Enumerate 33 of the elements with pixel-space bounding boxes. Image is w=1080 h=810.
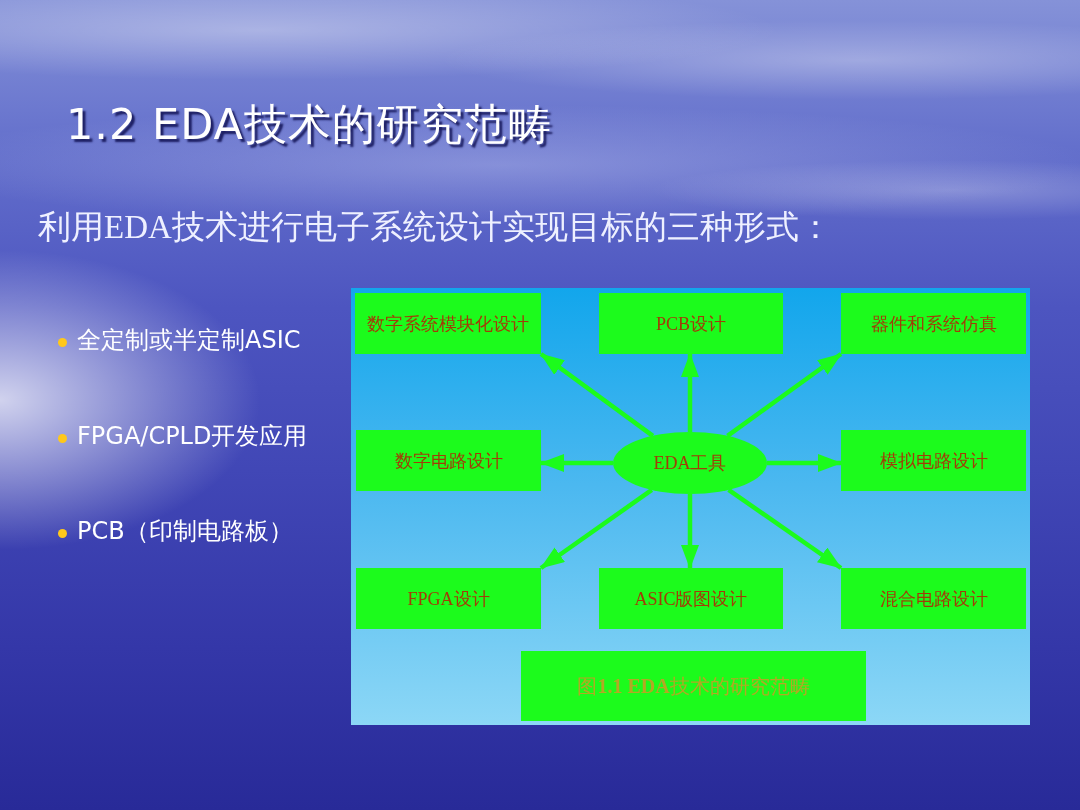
- arrow: [767, 454, 842, 472]
- arrow: [540, 454, 613, 472]
- slide-title: 1.2 EDA技术的研究范畴: [66, 98, 552, 151]
- arrow: [539, 488, 654, 570]
- subtitle-text: 利用EDA技术进行电子系统设计实现目标的三种形式：: [38, 208, 832, 247]
- node-label: EDA工具: [653, 452, 727, 475]
- process-box: [841, 293, 1026, 354]
- node-label: PCB设计: [656, 312, 726, 336]
- process-box: [356, 430, 541, 491]
- tool-ellipse: [613, 432, 767, 494]
- node-label: 数字系统模块化设计: [367, 312, 529, 336]
- node-label: ASIC版图设计: [634, 587, 748, 611]
- process-box: [355, 293, 541, 354]
- bullet-text: FPGA/CPLD开发应用: [77, 421, 308, 451]
- arrow: [539, 352, 655, 438]
- process-box: [841, 430, 1026, 491]
- arrow: [681, 494, 699, 569]
- process-box: [841, 568, 1026, 629]
- bullet-text: 全定制或半定制ASIC: [77, 325, 301, 355]
- process-box: [356, 568, 541, 629]
- arrow: [726, 352, 843, 438]
- node-label: FPGA设计: [407, 587, 490, 611]
- node-label: 模拟电路设计: [879, 449, 988, 473]
- process-box: [599, 293, 783, 354]
- arrow: [727, 488, 843, 570]
- process-box: [599, 568, 783, 629]
- caption-box: [521, 651, 866, 721]
- node-label: 数字电路设计: [394, 449, 503, 473]
- node-label: 器件和系统仿真: [870, 312, 997, 336]
- node-label: 混合电路设计: [879, 587, 988, 611]
- arrow: [681, 353, 699, 432]
- bullet-text: PCB（印制电路板）: [77, 516, 293, 546]
- figure-caption: 图1.1 EDA技术的研究范畴: [577, 673, 810, 699]
